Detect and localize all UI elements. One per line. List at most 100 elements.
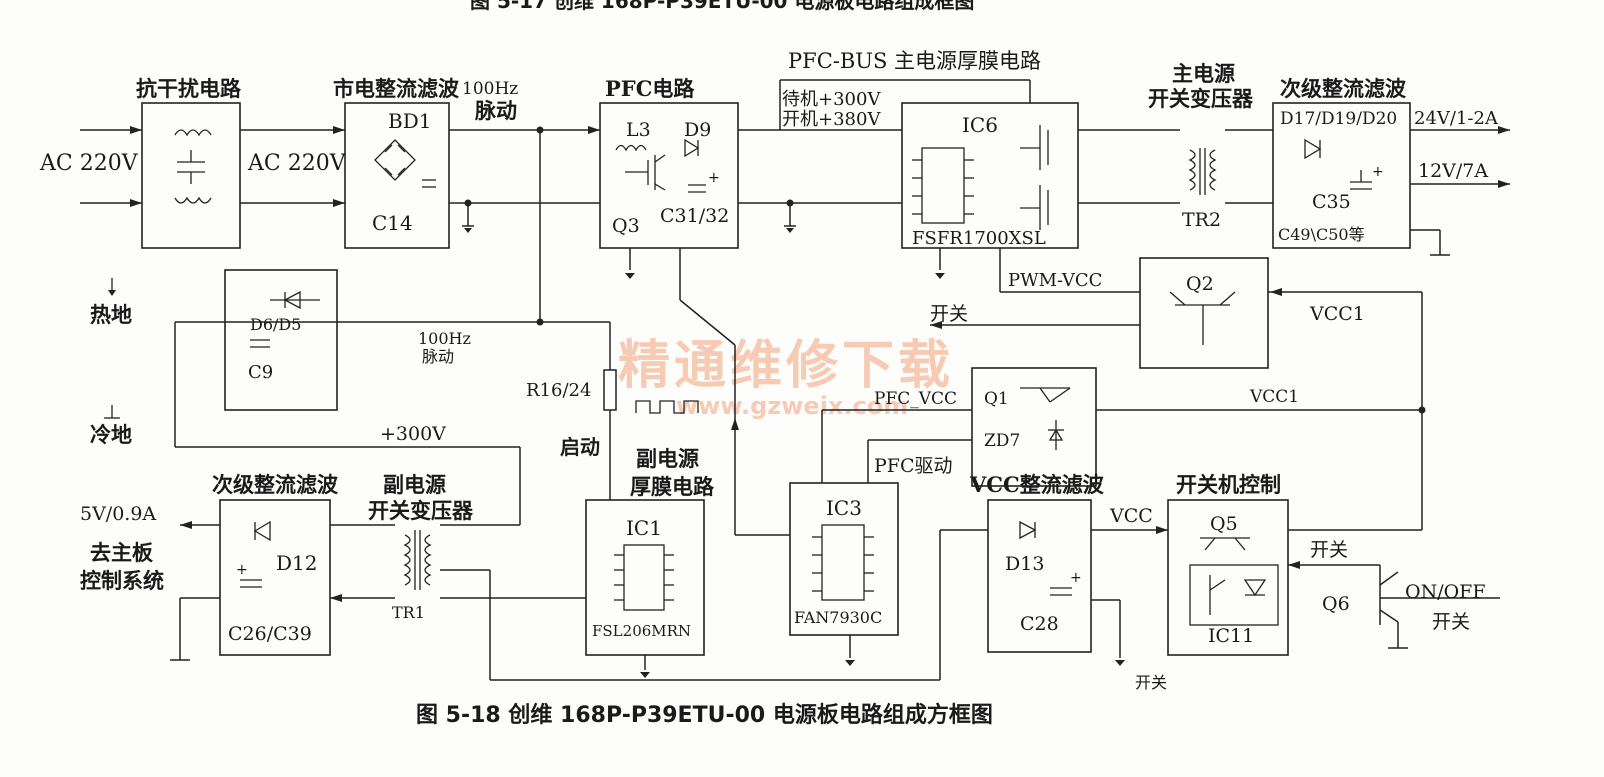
pfc-vcc-label: PFC_VCC: [874, 389, 957, 409]
v300-label: +300V: [380, 423, 446, 445]
pfc-d-label: D9: [684, 119, 711, 141]
sub-transformer-icon: [403, 530, 432, 590]
vcc-rect-block: [987, 499, 1092, 653]
watermark-url: www.gzweix.com: [676, 392, 908, 420]
ic1-part: FSL206MRN: [592, 622, 691, 640]
q2-block: [1139, 257, 1269, 369]
svg-text:+: +: [1070, 570, 1082, 586]
sec-rect-main-block: [1272, 102, 1411, 249]
sec-sub-components-icon: +: [236, 520, 271, 588]
sec-main-c: C35: [1312, 191, 1351, 213]
rectifier-block: [344, 102, 450, 249]
vcc-rect-d: D13: [1005, 553, 1044, 575]
pfc-bus-label: PFC-BUS 主电源厚膜电路: [788, 49, 1041, 73]
hot-rect-c: C9: [248, 362, 273, 383]
pfc-q-label: Q3: [612, 215, 640, 237]
rect-title: 市电整流滤波: [333, 76, 460, 101]
wires: [80, 79, 1510, 681]
standby-label: 待机+300V: [782, 89, 881, 110]
switch-4: 开关: [1135, 673, 1167, 692]
q1-ref: Q1: [984, 389, 1009, 409]
ic1-chip-icon: [614, 544, 674, 611]
start-label: 启动: [560, 435, 600, 459]
bridge-rectifier-icon: [374, 139, 436, 188]
ic1-ref: IC1: [626, 516, 662, 540]
sec-sub-c: C26/C39: [228, 623, 312, 645]
ic3-block: [789, 482, 899, 636]
q6-ref: Q6: [1322, 593, 1350, 615]
optocoupler-icon: [1189, 537, 1279, 626]
pfc-drive-label: PFC驱动: [874, 455, 953, 477]
main-tr-title1: 主电源: [1172, 61, 1235, 86]
q1-zener-icon: [1020, 387, 1071, 450]
to-main-1: 去主板: [90, 540, 154, 565]
pfc-components-icon: +: [615, 138, 720, 193]
switch-1: 开关: [930, 303, 968, 325]
hot-rect-block: [224, 269, 338, 411]
on-label: 开机+380V: [782, 109, 881, 130]
ground-symbols-icon: [104, 278, 120, 419]
r16-label: R16/24: [526, 380, 591, 401]
main-tr-title2: 开关变压器: [1148, 86, 1254, 111]
vcc-rect-c: C28: [1020, 613, 1059, 635]
q2-transistor-icon: [1169, 291, 1236, 345]
bd1-label: BD1: [388, 109, 431, 133]
switch-2: 开关: [1310, 539, 1348, 561]
ic3-part: FAN7930C: [794, 608, 882, 627]
out-5v: 5V/0.9A: [80, 503, 156, 525]
out-12v: 12V/7A: [1418, 160, 1488, 182]
sub-tr-ref: TR1: [392, 603, 425, 622]
sec-main-components-icon: +: [1304, 138, 1384, 190]
ic3-ref: IC3: [826, 496, 862, 520]
vcc-rect-components-icon: +: [1019, 520, 1082, 596]
sec-main-title: 次级整流滤波: [1280, 76, 1407, 101]
sub-tr-title2: 开关变压器: [368, 498, 474, 523]
caption: 图 5-18 创维 168P-P39ETU-00 电源板电路组成方框图: [416, 702, 993, 728]
sec-main-c2: C49\C50等: [1278, 225, 1365, 244]
ic6-ref: IC6: [962, 113, 998, 137]
pwm-vcc-label: PWM-VCC: [1008, 270, 1102, 291]
sec-main-d: D17/D19/D20: [1280, 109, 1397, 129]
sub-tr-title1: 副电源: [383, 472, 446, 497]
out-24v: 24V/1-2A: [1414, 108, 1499, 129]
sec-sub-title: 次级整流滤波: [212, 472, 339, 497]
switch-3: 开关: [1432, 611, 1470, 633]
pfc-l-label: L3: [626, 119, 651, 141]
ic6-block: [901, 102, 1079, 249]
hz-mid-2: 脉动: [422, 347, 454, 366]
q1-zd: ZD7: [984, 431, 1020, 451]
c14-label: C14: [372, 211, 413, 235]
to-main-2: 控制系统: [80, 568, 164, 593]
vcc-rect-title: VCC整流滤波: [969, 472, 1105, 497]
q2-ref: Q2: [1186, 273, 1214, 295]
vcc-label: VCC: [1109, 505, 1153, 527]
watermark-cn: 精通维修下载: [618, 336, 954, 396]
pfc-block: [599, 102, 739, 249]
onoff-title: 开关机控制: [1176, 472, 1281, 497]
main-transformer-icon: [1188, 148, 1217, 195]
sec-rect-sub-block: [219, 499, 331, 656]
ic3-chip-icon: [812, 524, 874, 601]
ac-in-label: AC 220V: [39, 151, 139, 176]
sec-sub-d: D12: [276, 551, 317, 575]
hz-top-2: 脉动: [474, 98, 517, 123]
svg-text:+: +: [1372, 164, 1384, 180]
labels: AC 220V AC 220V 抗干扰电路 市电整流滤波 100Hz 脉动 BD…: [39, 49, 1499, 728]
sub-psu-title2: 厚膜电路: [630, 474, 715, 499]
emi-filter-block: [141, 102, 241, 249]
onoff-label: ON/OFF: [1405, 581, 1486, 603]
cold-ground-label: 冷地: [90, 422, 132, 447]
pfc-c-label: C31/32: [660, 205, 729, 227]
header-top: 图 5-17 创维 168P-P39ETU-00 电源板电路组成框图: [470, 0, 974, 13]
ac-mid-label: AC 220V: [247, 151, 347, 176]
q1-block: [971, 367, 1097, 487]
hz-top-1: 100Hz: [462, 79, 518, 99]
hot-rect-components-icon: [250, 290, 320, 348]
pfc-title: PFC电路: [605, 76, 695, 101]
emi-title: 抗干扰电路: [136, 76, 242, 101]
svg-text:+: +: [236, 562, 248, 578]
ic6-part: FSFR1700XSL: [912, 228, 1046, 249]
hot-ground-label: 热地: [90, 302, 132, 327]
